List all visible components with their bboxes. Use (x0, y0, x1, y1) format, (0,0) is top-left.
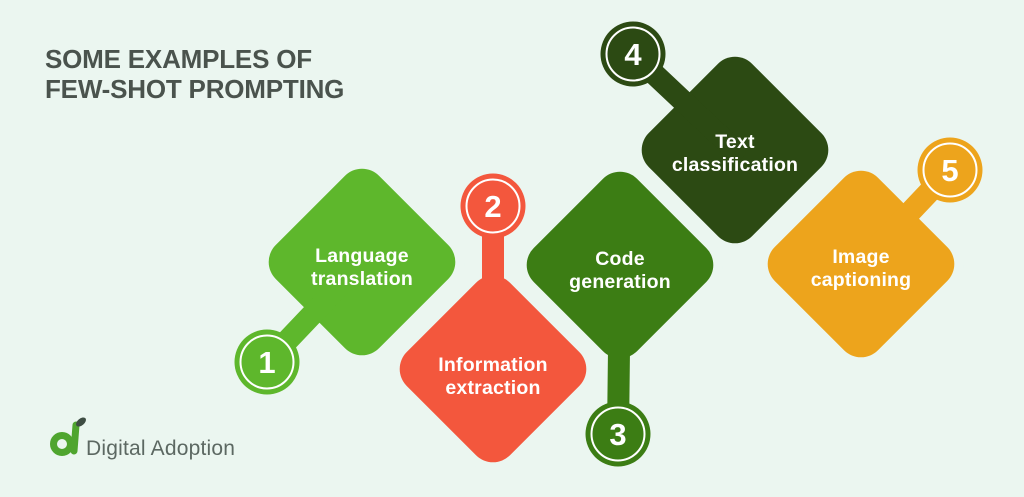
label-line-1: Information (438, 354, 547, 376)
logo-wordmark: Digital Adoption (86, 437, 235, 460)
label-line-2: captioning (811, 269, 912, 291)
label-line-2: extraction (445, 377, 540, 399)
logo-d-bowl (50, 432, 74, 456)
title-line-2: FEW-SHOT PROMPTING (45, 74, 344, 104)
badge-circle (585, 401, 651, 467)
tag-4-text-classification: 4 Text classification (591, 12, 838, 253)
tag-2-information-extraction: 2 Information extraction (390, 164, 596, 472)
label-line-2: classification (672, 154, 798, 176)
logo-leaf-icon (76, 417, 86, 427)
tag-5-image-captioning: 5 Image captioning (758, 128, 992, 367)
label-line-2: generation (569, 271, 671, 293)
badge-ring (922, 142, 978, 198)
badge-circle (234, 329, 300, 395)
label-line-1: Text (715, 131, 755, 153)
label-line-1: Language (315, 245, 409, 267)
badge-number: 4 (624, 37, 642, 72)
title-line-1: SOME EXAMPLES OF (45, 44, 312, 74)
badge-number: 5 (941, 153, 958, 188)
tag-3-code-generation: 3 Code generation (517, 162, 723, 476)
label-line-1: Image (832, 246, 889, 268)
page-title: SOME EXAMPLES OF FEW-SHOT PROMPTING (45, 44, 344, 104)
badge-ring (590, 406, 646, 462)
badge-circle (600, 21, 666, 87)
logo-d-stem (70, 421, 80, 455)
label-line-2: translation (311, 268, 413, 290)
badge-number: 3 (609, 417, 626, 452)
badge-ring (465, 178, 521, 234)
badge-ring (605, 26, 661, 82)
badge-number: 1 (258, 345, 275, 380)
badge-number: 2 (484, 189, 501, 224)
badge-circle (460, 173, 526, 239)
tag-1-language-translation: 1 Language translation (225, 159, 465, 404)
badge-circle (917, 137, 983, 203)
label-line-1: Code (595, 248, 645, 270)
badge-ring (239, 334, 295, 390)
logo-digital-adoption: Digital Adoption (50, 417, 235, 460)
